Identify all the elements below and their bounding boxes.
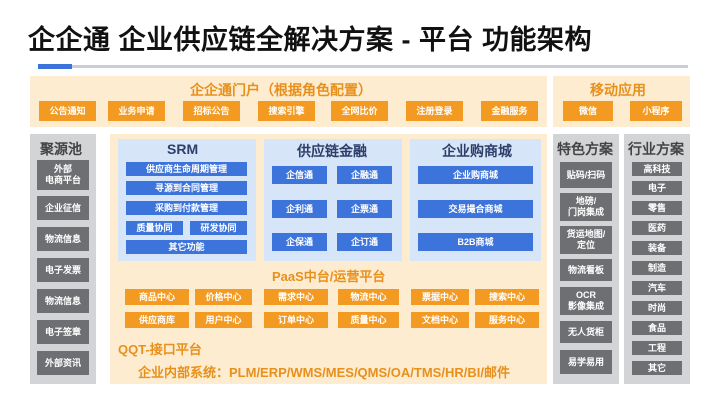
srm-item[interactable]: 研发协同: [190, 221, 247, 235]
mobile-item-wechat[interactable]: 微信: [563, 101, 613, 121]
pool-item[interactable]: 企业征信: [37, 196, 89, 220]
portal-item[interactable]: 公告通知: [39, 101, 96, 121]
mobile-item-miniprogram[interactable]: 小程序: [630, 101, 682, 121]
paas-item[interactable]: 质量中心: [338, 312, 399, 328]
title-divider: [38, 65, 688, 68]
srm-item[interactable]: 供应商生命周期管理: [126, 162, 247, 176]
mall-item[interactable]: B2B商城: [418, 233, 533, 251]
title-accent-bar: [38, 64, 72, 69]
special-item[interactable]: OCR 影像集成: [560, 287, 612, 315]
industry-item[interactable]: 制造: [632, 261, 682, 275]
special-item[interactable]: 易学易用: [560, 350, 612, 374]
portal-item[interactable]: 招标公告: [183, 101, 240, 121]
industry-item[interactable]: 装备: [632, 241, 682, 255]
finance-item[interactable]: 企保通: [272, 233, 327, 251]
special-title: 特色方案: [557, 141, 613, 157]
industry-item[interactable]: 工程: [632, 341, 682, 355]
portal-item[interactable]: 金融服务: [481, 101, 538, 121]
industry-item[interactable]: 时尚: [632, 301, 682, 315]
paas-item[interactable]: 供应商库: [125, 312, 189, 328]
paas-item[interactable]: 商品中心: [125, 289, 189, 305]
industry-item[interactable]: 电子: [632, 181, 682, 195]
industry-title: 行业方案: [628, 141, 684, 157]
portal-item[interactable]: 搜索引擎: [258, 101, 315, 121]
paas-item[interactable]: 物流中心: [338, 289, 399, 305]
finance-item[interactable]: 企信通: [272, 166, 327, 184]
pool-item[interactable]: 外部资讯: [37, 351, 89, 375]
paas-item[interactable]: 价格中心: [195, 289, 252, 305]
industry-item[interactable]: 食品: [632, 321, 682, 335]
paas-item[interactable]: 用户中心: [195, 312, 252, 328]
industry-item[interactable]: 零售: [632, 201, 682, 215]
srm-item[interactable]: 质量协同: [126, 221, 183, 235]
srm-item[interactable]: 采购到付款管理: [126, 201, 247, 215]
finance-item[interactable]: 企融通: [337, 166, 392, 184]
qqt-title: QQT-接口平台: [118, 342, 202, 357]
mall-title: 企业购商城: [442, 143, 512, 159]
paas-item[interactable]: 服务中心: [475, 312, 539, 328]
pool-item[interactable]: 物流信息: [37, 289, 89, 313]
paas-item[interactable]: 搜索中心: [475, 289, 539, 305]
finance-title: 供应链金融: [297, 143, 367, 159]
paas-item[interactable]: 文档中心: [411, 312, 469, 328]
pool-title: 聚源池: [40, 141, 82, 157]
special-item[interactable]: 地磅/ 门岗集成: [560, 193, 612, 221]
portal-item[interactable]: 业务申请: [108, 101, 165, 121]
special-item[interactable]: 无人货柜: [560, 321, 612, 343]
srm-item[interactable]: 其它功能: [126, 240, 247, 254]
industry-item[interactable]: 高科技: [632, 162, 682, 176]
finance-item[interactable]: 企订通: [337, 233, 392, 251]
finance-item[interactable]: 企票通: [337, 200, 392, 218]
industry-item[interactable]: 汽车: [632, 281, 682, 295]
special-item[interactable]: 物流看板: [560, 259, 612, 281]
industry-item[interactable]: 医药: [632, 221, 682, 235]
page-title: 企企通 企业供应链全解决方案 - 平台 功能架构: [28, 25, 592, 55]
srm-title: SRM: [167, 141, 199, 157]
finance-item[interactable]: 企利通: [272, 200, 327, 218]
paas-title: PaaS中台/运营平台: [272, 269, 386, 284]
pool-item[interactable]: 电子签章: [37, 320, 89, 344]
pool-item[interactable]: 物流信息: [37, 227, 89, 251]
paas-item[interactable]: 订单中心: [264, 312, 328, 328]
pool-item[interactable]: 电子发票: [37, 258, 89, 282]
mall-item[interactable]: 企业购商城: [418, 166, 533, 184]
portal-item[interactable]: 全网比价: [331, 101, 388, 121]
srm-item[interactable]: 寻源到合同管理: [126, 181, 247, 195]
mall-item[interactable]: 交易撮合商城: [418, 200, 533, 218]
pool-item[interactable]: 外部 电商平台: [37, 160, 89, 190]
paas-item[interactable]: 票据中心: [411, 289, 469, 305]
internal-systems-text: 企业内部系统：PLM/ERP/WMS/MES/QMS/OA/TMS/HR/BI/…: [138, 365, 510, 380]
mobile-title: 移动应用: [590, 82, 646, 98]
portal-item[interactable]: 注册登录: [406, 101, 463, 121]
paas-item[interactable]: 需求中心: [264, 289, 328, 305]
industry-item[interactable]: 其它: [632, 361, 682, 375]
special-item[interactable]: 货运地图/ 定位: [560, 226, 612, 254]
special-item[interactable]: 贴码/扫码: [560, 162, 612, 188]
portal-title: 企企通门户（根据角色配置）: [190, 82, 372, 98]
